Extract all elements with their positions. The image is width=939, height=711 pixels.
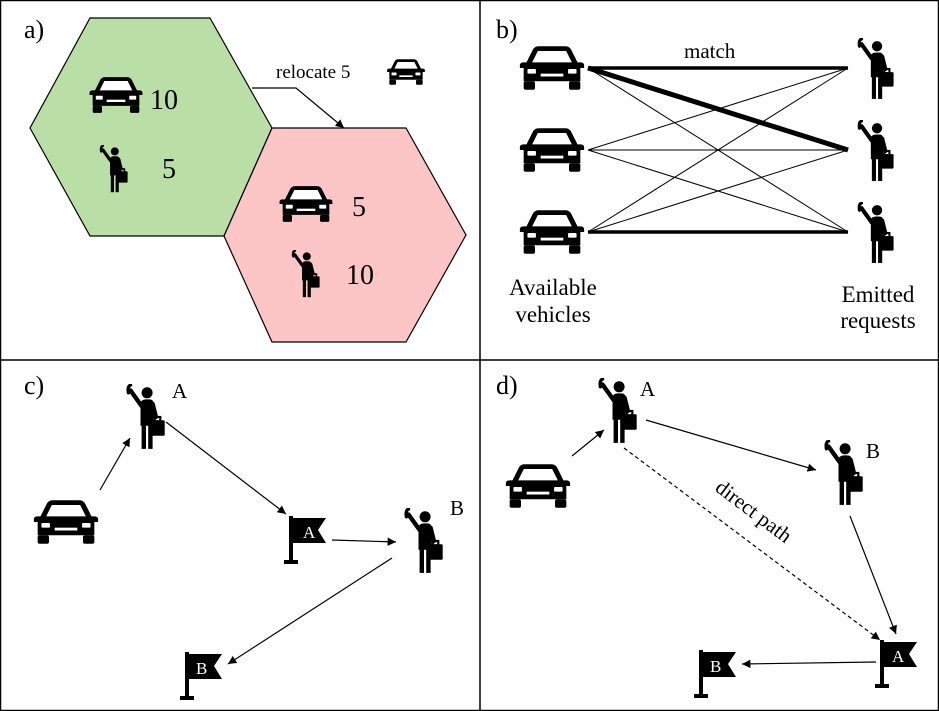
bipartite-edges	[587, 65, 849, 234]
panel-b: b) match Available vehicles Emitted requ…	[496, 15, 916, 333]
match-label: match	[684, 39, 736, 63]
route-arrows	[571, 419, 897, 669]
flag-icon: A	[875, 640, 917, 688]
person-with-luggage-icon	[128, 385, 165, 449]
route-arrows	[99, 421, 397, 665]
person-b-label: B	[866, 439, 880, 463]
panel-b-label: b)	[496, 15, 518, 44]
car-icon	[33, 500, 99, 544]
car-icon	[519, 46, 585, 90]
person-a-label: A	[640, 377, 656, 401]
left-caption-line1: Available	[509, 275, 597, 300]
flag-b-label: B	[196, 659, 207, 678]
panel-a-label: a)	[24, 15, 44, 44]
panel-d-label: d)	[496, 371, 518, 400]
flag-icon: B	[694, 650, 736, 698]
person-with-luggage-icon	[406, 509, 443, 573]
car-icon	[519, 210, 585, 254]
relocate-label: relocate 5	[276, 62, 350, 83]
red-request-count: 10	[346, 260, 374, 291]
flag-a-label: A	[892, 647, 905, 666]
green-hex-cell	[29, 17, 273, 237]
person-b-label: B	[450, 496, 464, 520]
flag-a-label: A	[303, 523, 316, 542]
flag-icon: A	[284, 516, 326, 564]
panel-c-label: c)	[24, 371, 44, 400]
person-with-luggage-icon	[859, 121, 893, 181]
person-with-luggage-icon	[859, 39, 893, 99]
panel-c: c) A B A B	[24, 371, 464, 700]
right-caption-line2: requests	[840, 308, 915, 333]
flag-b-label: B	[710, 657, 721, 676]
relocate-arrow	[252, 87, 345, 129]
car-icon	[519, 128, 585, 172]
red-vehicle-count: 5	[352, 192, 366, 223]
person-a-label: A	[172, 379, 188, 403]
red-hex-cell	[223, 127, 467, 343]
flag-icon: B	[180, 652, 222, 700]
car-icon	[387, 59, 425, 85]
right-caption-line1: Emitted	[842, 282, 915, 307]
car-icon	[505, 464, 571, 508]
direct-path-line	[623, 447, 881, 641]
person-with-luggage-icon	[826, 441, 863, 505]
direct-path-label: direct path	[711, 475, 797, 548]
person-with-luggage-icon	[600, 379, 637, 443]
left-caption-line2: vehicles	[515, 302, 590, 327]
panel-a: a) 10 5 5 10 relocate 5	[24, 15, 467, 343]
person-with-luggage-icon	[859, 203, 893, 263]
panel-d: d) A B A B direct path	[496, 371, 917, 698]
green-vehicle-count: 10	[150, 85, 178, 116]
green-request-count: 5	[162, 154, 176, 185]
